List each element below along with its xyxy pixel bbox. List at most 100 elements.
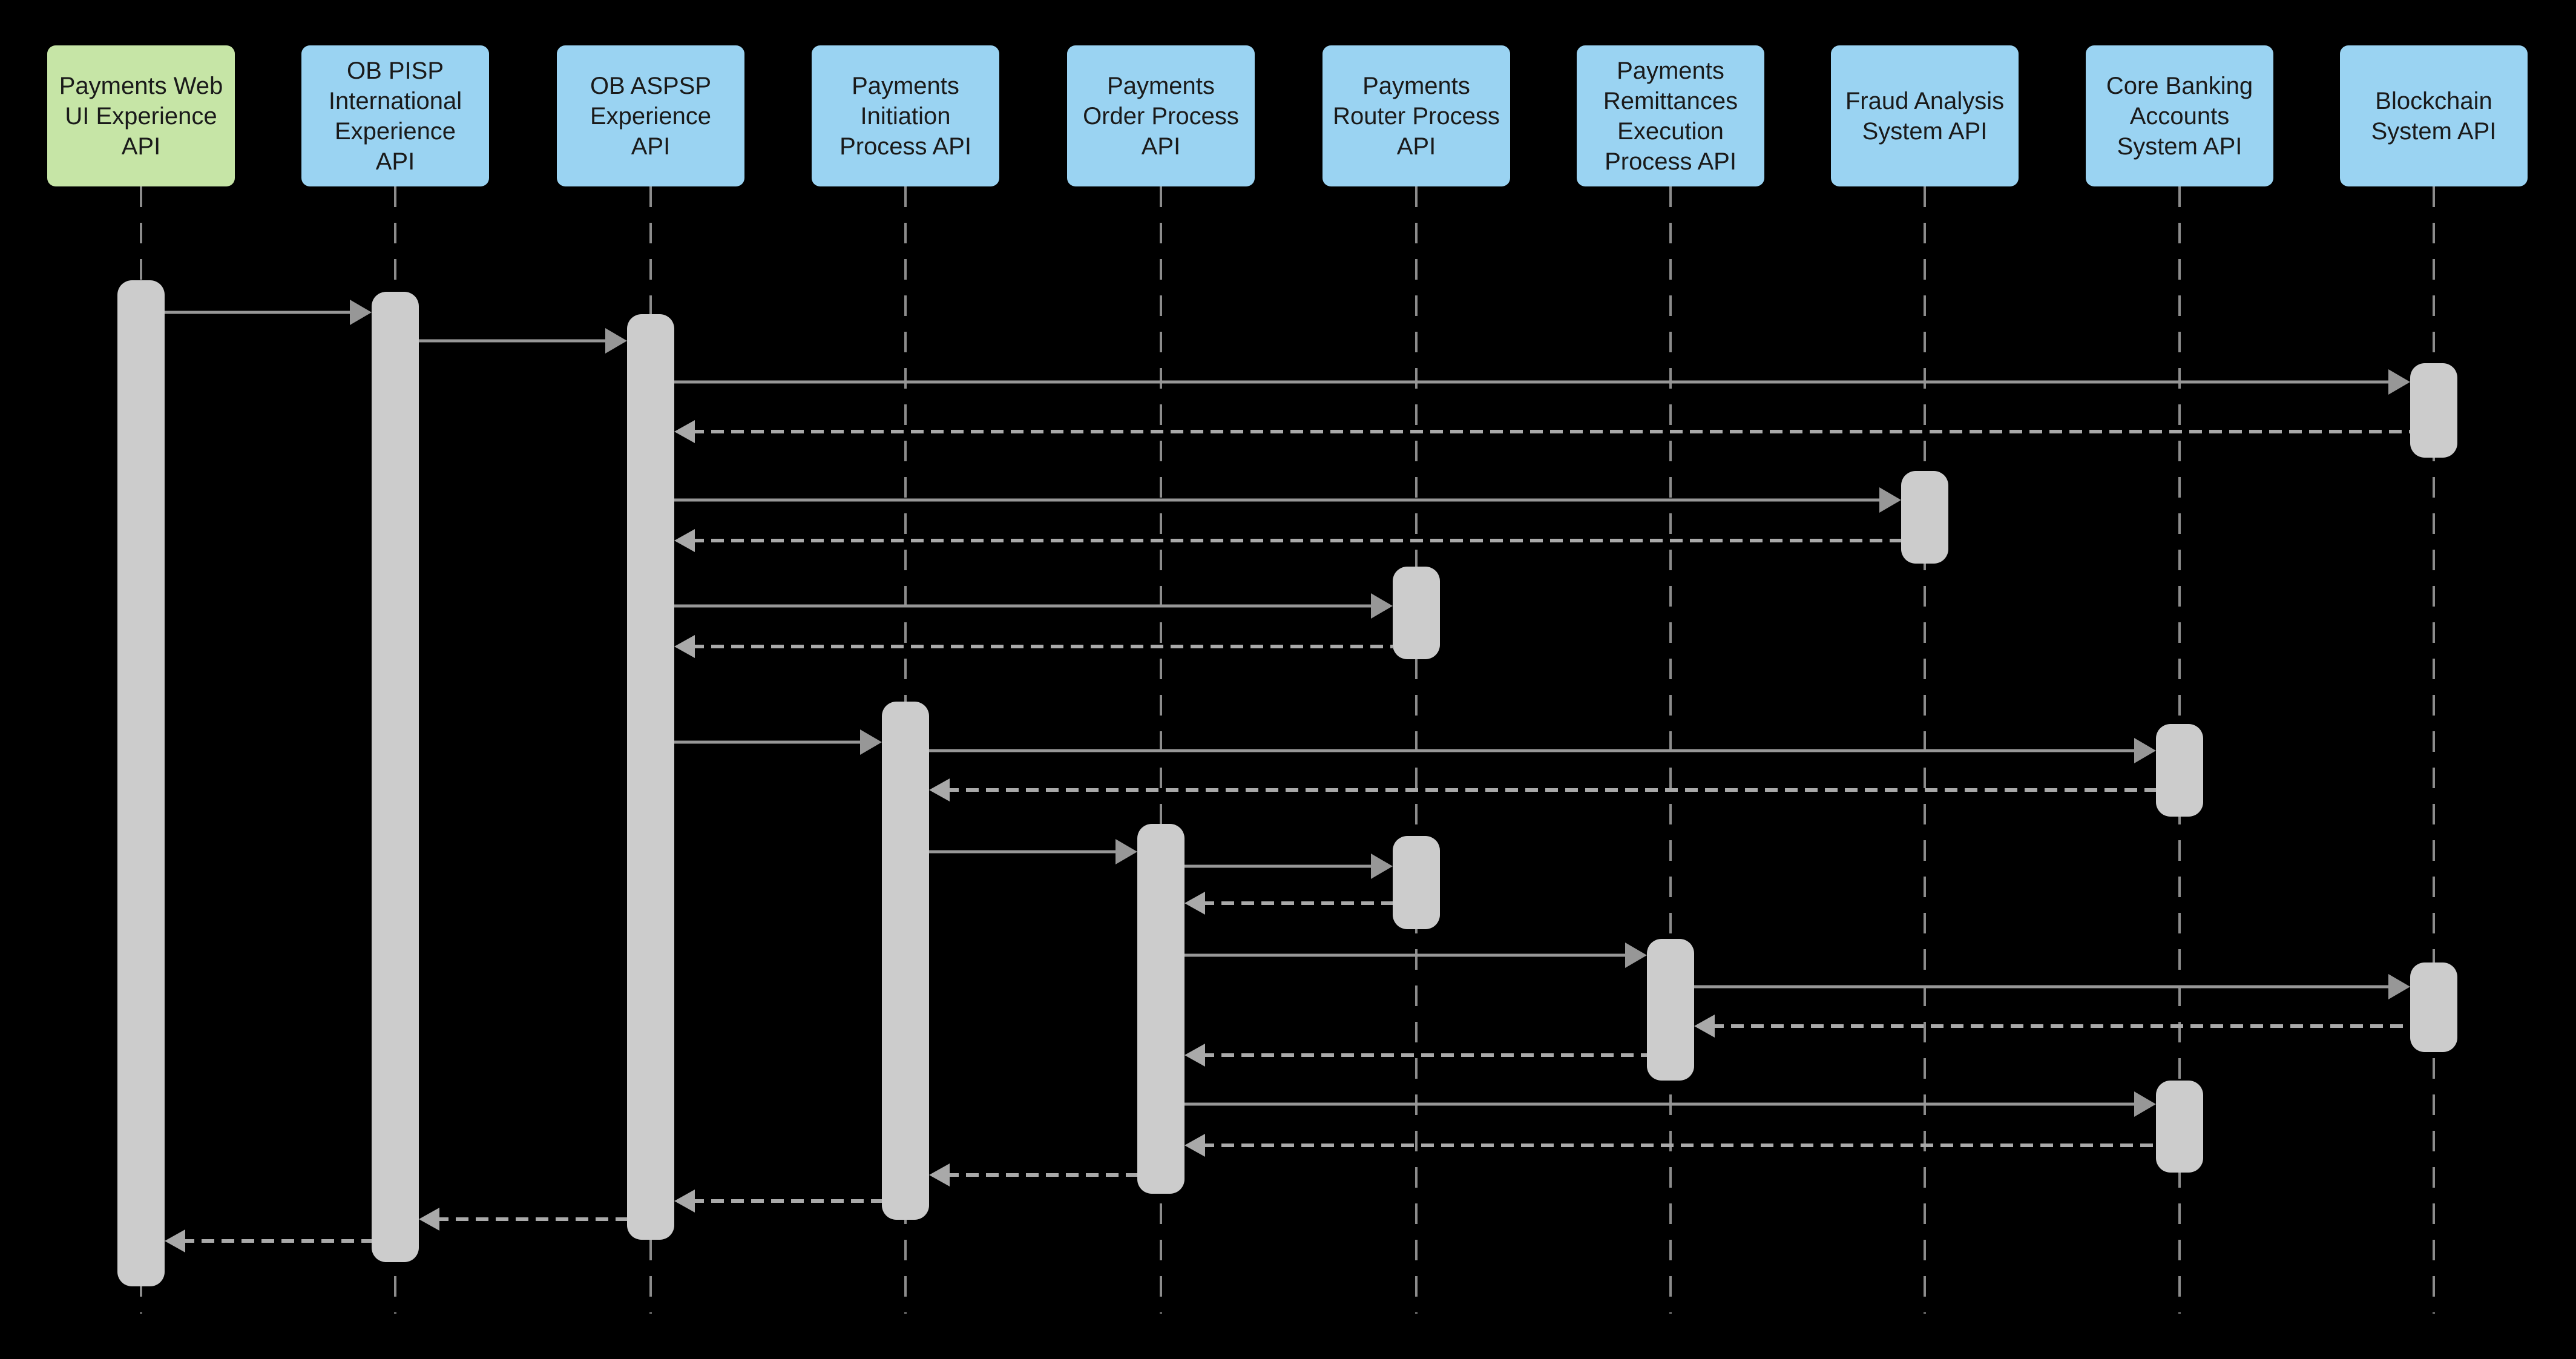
activation-bar xyxy=(2410,363,2457,458)
arrow-shaft xyxy=(165,311,355,314)
arrow-shaft xyxy=(946,788,2156,792)
arrowhead-icon xyxy=(1879,487,1901,513)
arrow-shaft xyxy=(436,1217,627,1221)
call-arrow xyxy=(1184,853,1393,880)
arrowhead-icon xyxy=(605,328,627,354)
call-arrow xyxy=(929,737,2156,764)
activation-bar xyxy=(1393,836,1440,929)
arrow-shaft xyxy=(691,1199,882,1203)
activation-bar xyxy=(2156,1081,2203,1173)
arrowhead-icon xyxy=(2134,738,2156,763)
arrowhead-icon xyxy=(1371,593,1393,619)
participant-label: Payments Remittances Execution Process A… xyxy=(1603,57,1738,175)
arrowhead-icon xyxy=(1184,892,1205,915)
participant-box-payments-web-ui-experience-api[interactable]: Payments Web UI Experience API xyxy=(47,45,235,186)
participant-label: OB ASPSP Experience API xyxy=(590,72,712,160)
arrowhead-icon xyxy=(2388,974,2410,999)
call-arrow xyxy=(674,729,882,755)
call-arrow xyxy=(165,299,372,326)
arrow-shaft xyxy=(674,498,1884,502)
arrowhead-icon xyxy=(165,1229,185,1252)
participant-box-ob-pisp-international-experience-api[interactable]: OB PISP International Experience API xyxy=(301,45,489,186)
return-arrow xyxy=(674,633,1393,660)
arrow-shaft xyxy=(419,339,610,343)
arrow-shaft xyxy=(1711,1024,2410,1028)
activation-bar xyxy=(1901,471,1948,564)
arrow-shaft xyxy=(691,430,2410,433)
arrow-shaft xyxy=(929,749,2139,752)
arrow-shaft xyxy=(1184,864,1376,868)
arrowhead-icon xyxy=(419,1208,439,1231)
arrow-shaft xyxy=(1201,901,1393,905)
participant-box-payments-remittances-execution-process-api[interactable]: Payments Remittances Execution Process A… xyxy=(1577,45,1764,186)
arrow-shaft xyxy=(1184,1102,2139,1106)
arrow-shaft xyxy=(1201,1143,2156,1147)
arrow-shaft xyxy=(946,1173,1137,1177)
participant-label: Payments Initiation Process API xyxy=(840,72,971,160)
participant-label: Fraud Analysis System API xyxy=(1845,87,2005,145)
return-arrow xyxy=(1184,1132,2156,1159)
arrow-shaft xyxy=(1694,985,2393,989)
activation-bar xyxy=(882,702,929,1220)
activation-bar xyxy=(1647,939,1694,1081)
call-arrow xyxy=(1184,942,1647,969)
activation-bar xyxy=(117,280,165,1286)
arrow-shaft xyxy=(674,740,865,744)
arrowhead-icon xyxy=(2134,1091,2156,1117)
arrow-shaft xyxy=(1201,1053,1647,1057)
arrowhead-icon xyxy=(1184,1134,1205,1157)
participant-label: OB PISP International Experience API xyxy=(328,57,462,175)
return-arrow xyxy=(419,1206,627,1232)
arrowhead-icon xyxy=(1116,839,1137,864)
return-arrow xyxy=(1184,890,1393,916)
activation-bar xyxy=(2410,962,2457,1052)
activation-bar xyxy=(1393,567,1440,659)
call-arrow xyxy=(674,487,1901,513)
arrowhead-icon xyxy=(860,729,882,755)
return-arrow xyxy=(929,1162,1137,1188)
participant-box-fraud-analysis-system-api[interactable]: Fraud Analysis System API xyxy=(1831,45,2019,186)
participant-box-blockchain-system-api[interactable]: Blockchain System API xyxy=(2340,45,2528,186)
participant-box-payments-order-process-api[interactable]: Payments Order Process API xyxy=(1067,45,1255,186)
arrow-shaft xyxy=(674,380,2393,384)
return-arrow xyxy=(674,527,1901,554)
arrowhead-icon xyxy=(2388,369,2410,395)
participant-label: Blockchain System API xyxy=(2371,87,2497,145)
participant-label: Payments Router Process API xyxy=(1333,72,1500,160)
arrow-shaft xyxy=(929,850,1120,854)
arrow-shaft xyxy=(182,1239,372,1243)
arrowhead-icon xyxy=(350,300,372,325)
activation-bar xyxy=(1137,824,1184,1194)
call-arrow xyxy=(1694,973,2410,1000)
activation-bar xyxy=(627,314,674,1240)
participant-box-ob-aspsp-experience-api[interactable]: OB ASPSP Experience API xyxy=(557,45,744,186)
call-arrow xyxy=(674,593,1393,619)
arrowhead-icon xyxy=(929,1163,950,1186)
arrowhead-icon xyxy=(674,420,695,443)
return-arrow xyxy=(1694,1013,2410,1039)
call-arrow xyxy=(1184,1091,2156,1117)
participant-box-core-banking-accounts-system-api[interactable]: Core Banking Accounts System API xyxy=(2086,45,2273,186)
arrowhead-icon xyxy=(1371,854,1393,879)
arrowhead-icon xyxy=(674,529,695,552)
participant-label: Core Banking Accounts System API xyxy=(2106,72,2253,160)
participant-label: Payments Order Process API xyxy=(1083,72,1239,160)
return-arrow xyxy=(165,1228,372,1254)
call-arrow xyxy=(419,327,627,354)
participant-label: Payments Web UI Experience API xyxy=(59,72,223,160)
return-arrow xyxy=(929,777,2156,803)
arrow-shaft xyxy=(674,604,1376,608)
arrowhead-icon xyxy=(1184,1044,1205,1067)
arrowhead-icon xyxy=(674,1190,695,1213)
return-arrow xyxy=(1184,1042,1647,1068)
call-arrow xyxy=(929,838,1137,865)
return-arrow xyxy=(674,418,2410,445)
call-arrow xyxy=(674,369,2410,395)
arrowhead-icon xyxy=(929,778,950,801)
activation-bar xyxy=(372,292,419,1262)
arrowhead-icon xyxy=(674,635,695,658)
participant-box-payments-router-process-api[interactable]: Payments Router Process API xyxy=(1322,45,1510,186)
lifeline xyxy=(2433,186,2435,1314)
participant-box-payments-initiation-process-api[interactable]: Payments Initiation Process API xyxy=(812,45,999,186)
